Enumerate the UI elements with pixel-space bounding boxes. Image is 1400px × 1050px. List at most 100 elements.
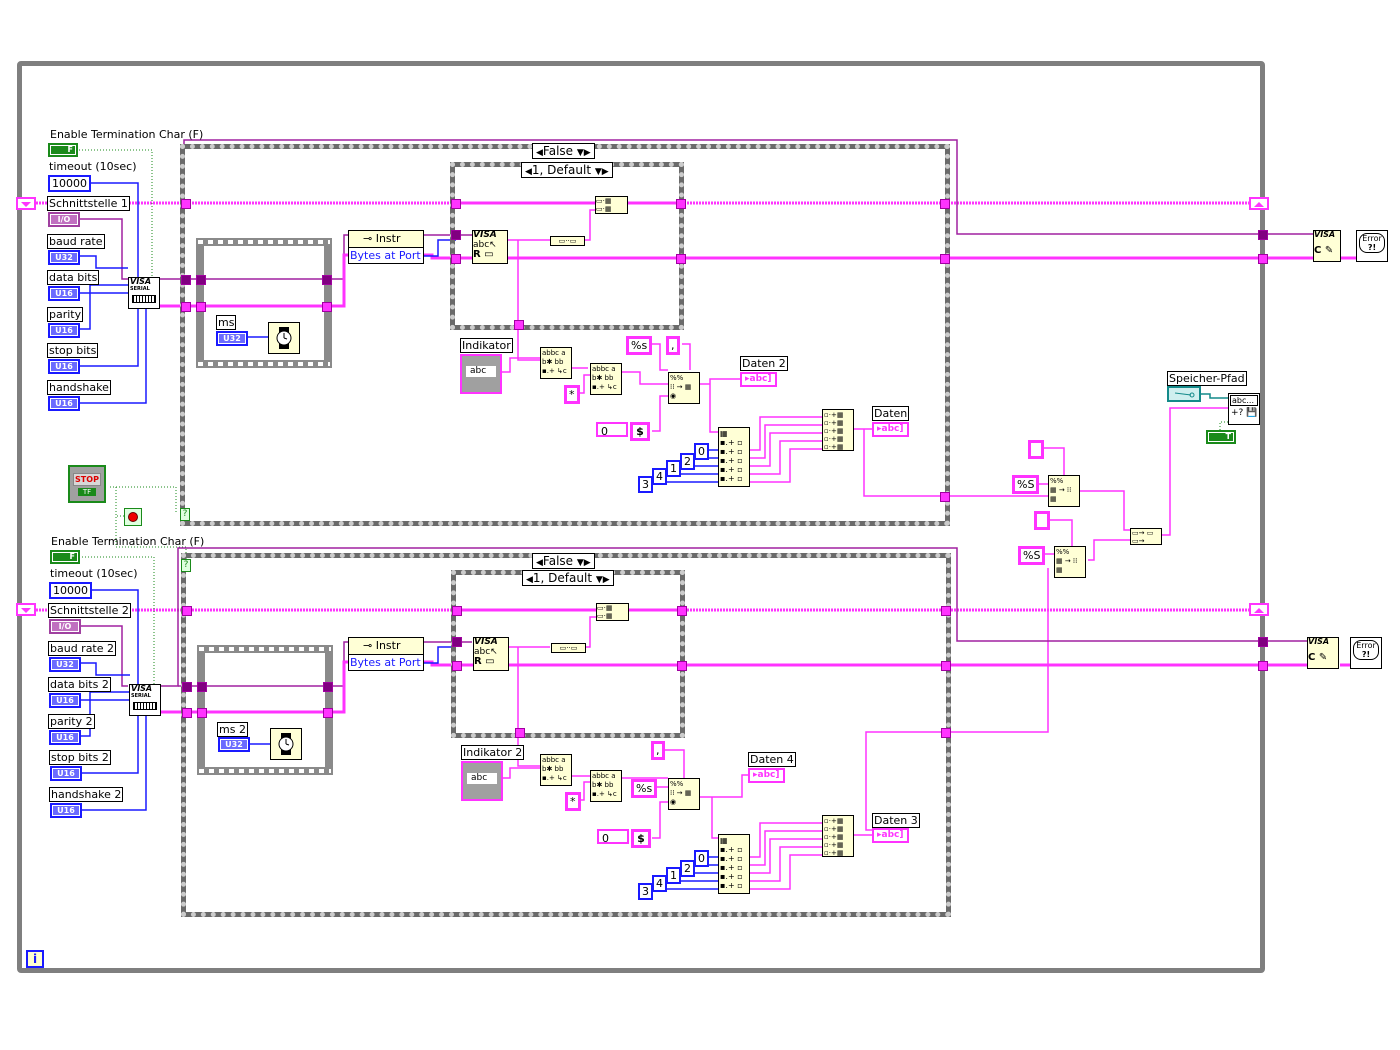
parity-label-2: parity 2: [48, 714, 95, 729]
build-array-node-2[interactable]: ▭·▦▭·▦: [596, 603, 629, 621]
save-icon: +? 💾: [1231, 408, 1258, 418]
resource-control-1[interactable]: I/O: [48, 212, 80, 227]
dollar-const-1[interactable]: $: [630, 422, 650, 441]
string-to-array-node-1[interactable]: ▭··▭: [550, 236, 585, 246]
property-node-2[interactable]: ⊸ Instr Bytes at Port: [348, 637, 424, 671]
wait-ms-node-2[interactable]: [270, 728, 302, 760]
string-to-array-node-2[interactable]: ▭··▭: [551, 643, 586, 653]
stop-button[interactable]: STOP TF: [68, 465, 106, 503]
empty-string-const-a[interactable]: [1028, 440, 1044, 459]
watch-icon: [278, 733, 294, 755]
delimiter-const-2[interactable]: ,: [651, 741, 665, 760]
wait-label-1: ms: [216, 315, 237, 330]
tunnel: [676, 199, 686, 209]
visa-read-node-1[interactable]: VISA abc↖ R ▭: [472, 230, 508, 264]
stopbits-control-1[interactable]: U16: [48, 359, 80, 374]
index-const-1-4[interactable]: 3: [638, 476, 653, 493]
timeout-const-1[interactable]: 10000: [48, 175, 91, 192]
spreadsheet-to-array-node-1[interactable]: %%⁞⁞ → ▦◉: [668, 372, 700, 404]
write-spreadsheet-file-node[interactable]: abc... +? 💾: [1228, 393, 1260, 425]
visa-serial-config-node-1[interactable]: VISA SERIAL: [128, 277, 160, 309]
parity-control-1[interactable]: U16: [48, 323, 80, 338]
build-array-node-1b[interactable]: ▫·+▦▫·+▦▫·+▦▫·+▦▫·+▦: [822, 409, 854, 451]
wildcard-const-1[interactable]: *: [564, 385, 580, 404]
index-const-2-2[interactable]: 1: [666, 867, 681, 884]
case-selector-outer-2[interactable]: ◀False ▼▶: [532, 553, 595, 569]
append-const[interactable]: T: [1206, 430, 1236, 444]
index-array-node-2[interactable]: ▦▪.+ ▫▪.+ ▫▪.+ ▫▪.+ ▫▪.+ ▫: [718, 834, 750, 894]
handshake-label-2: handshake 2: [49, 787, 124, 802]
key-icon: ⊸: [363, 232, 373, 245]
wait-ms-node-1[interactable]: [268, 322, 300, 354]
delimiter-const-1[interactable]: ,: [666, 336, 680, 355]
index-const-1-2[interactable]: 1: [666, 460, 681, 477]
case-selector-inner-1[interactable]: ◀1, Default ▼▶: [521, 162, 613, 178]
shift-register-left-1[interactable]: [16, 197, 36, 210]
resource-label-2: Schnittstelle 2: [48, 603, 131, 618]
shift-register-right-2[interactable]: [1249, 603, 1269, 616]
shift-register-left-2[interactable]: [16, 603, 36, 616]
tunnel: [323, 708, 333, 718]
array-to-spreadsheet-node-a[interactable]: %%▦ → ⁞⁞▦: [1048, 475, 1080, 507]
build-array-node-1[interactable]: ▭·▦▭·▦: [595, 196, 628, 214]
index-const-1-3[interactable]: 4: [652, 468, 667, 485]
case-selector-outer-1[interactable]: ◀False ▼▶: [532, 143, 595, 159]
error-handler-node-1[interactable]: Error?!: [1356, 230, 1388, 262]
concatenate-strings-node[interactable]: ▭→ ▭▭→: [1130, 528, 1162, 545]
index-const-1-0[interactable]: 0: [694, 443, 709, 460]
databits-control-1[interactable]: U16: [48, 286, 80, 301]
visa-serial-config-node-2[interactable]: VISA SERIAL: [129, 684, 161, 716]
baud-control-1[interactable]: U32: [48, 250, 80, 265]
tunnel: [1258, 230, 1268, 240]
databits-control-2[interactable]: U16: [49, 693, 81, 708]
parity-control-2[interactable]: U16: [49, 730, 81, 745]
path-control[interactable]: [1167, 386, 1201, 402]
array-to-spreadsheet-node-b[interactable]: %%▦ → ⁞⁞▦: [1054, 546, 1086, 578]
case-selector-inner-2[interactable]: ◀1, Default ▼▶: [522, 570, 614, 586]
enable-term-const-1[interactable]: F: [48, 143, 78, 157]
spreadsheet-to-array-node-2[interactable]: %%⁞⁞ → ▦◉: [668, 778, 700, 810]
loop-condition-stop-icon: [124, 508, 142, 526]
index-const-2-4[interactable]: 3: [638, 883, 653, 900]
stopbits-label-2: stop bits 2: [49, 750, 111, 765]
visa-read-node-2[interactable]: VISA abc↖ R ▭: [473, 637, 509, 671]
visa-close-node-2[interactable]: VISA C ✎: [1307, 637, 1339, 669]
stopbits-control-2[interactable]: U16: [50, 766, 82, 781]
databits-label-1: data bits: [47, 270, 100, 285]
baud-control-2[interactable]: U32: [49, 657, 81, 672]
enable-term-const-2[interactable]: F: [50, 550, 80, 564]
output-label-a-2: Daten 4: [748, 752, 796, 767]
index-array-node-1[interactable]: ▦▪.+ ▫▪.+ ▫▪.+ ▫▪.+ ▫▪.+ ▫: [718, 427, 750, 487]
tunnel: [940, 199, 950, 209]
handshake-control-2[interactable]: U16: [50, 803, 82, 818]
offset-const-2[interactable]: 0: [597, 829, 629, 845]
tunnel: [182, 606, 192, 616]
build-array-node-2b[interactable]: ▫·+▦▫·+▦▫·+▦▫·+▦▫·+▦: [822, 815, 854, 857]
timeout-const-2[interactable]: 10000: [49, 582, 92, 599]
wait-control-1[interactable]: U32: [216, 331, 248, 346]
index-const-2-1[interactable]: 2: [680, 860, 695, 877]
resource-control-2[interactable]: I/O: [49, 619, 81, 634]
shift-register-right-1[interactable]: [1249, 197, 1269, 210]
error-handler-node-2[interactable]: Error?!: [1350, 637, 1382, 669]
format-spec-const-b[interactable]: %S: [1018, 546, 1046, 565]
handshake-control-1[interactable]: U16: [48, 396, 80, 411]
dollar-const-2[interactable]: $: [631, 829, 651, 848]
property-node-1[interactable]: ⊸ Instr Bytes at Port: [348, 230, 424, 264]
empty-string-const-b[interactable]: [1034, 511, 1050, 530]
index-const-2-3[interactable]: 4: [652, 875, 667, 892]
wildcard-const-2[interactable]: *: [565, 792, 581, 811]
index-const-2-0[interactable]: 0: [694, 850, 709, 867]
format-spec-const-a[interactable]: %S: [1012, 475, 1040, 494]
visa-close-node-1[interactable]: VISA C ✎: [1313, 230, 1341, 262]
format-spec-const-2[interactable]: %s: [631, 779, 658, 798]
wait-control-2[interactable]: U32: [218, 737, 250, 752]
format-spec-const-1[interactable]: %s: [626, 336, 653, 355]
index-const-1-1[interactable]: 2: [680, 453, 695, 470]
tunnel: [181, 302, 191, 312]
offset-const-1[interactable]: 0: [596, 422, 628, 438]
